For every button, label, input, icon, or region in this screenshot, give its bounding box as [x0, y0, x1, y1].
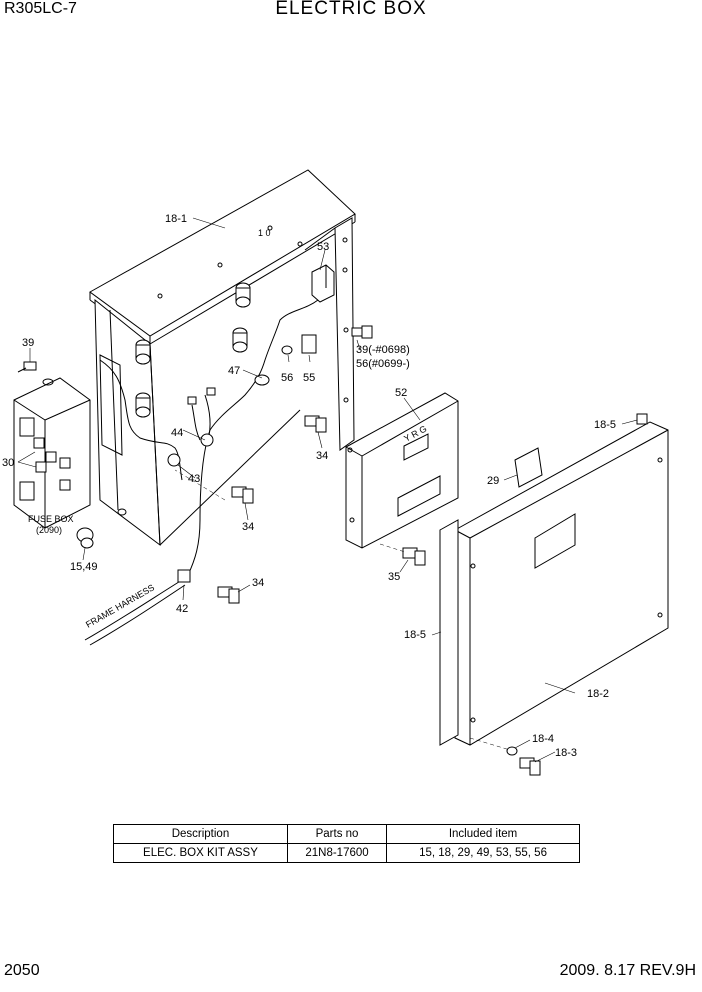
page-title: ELECTRIC BOX — [275, 0, 427, 19]
callout-15-49: 15,49 — [70, 561, 98, 573]
col-header-included-item: Included item — [386, 824, 580, 844]
fuse-box-ref: (2090) — [36, 525, 62, 535]
fuse-box-label: FUSE BOX — [28, 514, 74, 524]
callout-55: 55 — [303, 372, 315, 384]
callout-43: 43 — [188, 473, 200, 485]
cell-included-item: 15, 18, 29, 49, 53, 55, 56 — [386, 843, 580, 863]
callout-35: 35 — [388, 571, 400, 583]
bolt-18-3 — [519, 757, 541, 776]
bolt-34-c — [217, 586, 240, 604]
bolt-34-b — [231, 486, 254, 504]
page-number: 2050 — [4, 962, 40, 979]
callout-34-a: 34 — [316, 450, 328, 462]
callout-39: 39 — [22, 337, 34, 349]
bolt-39-left — [17, 361, 37, 373]
revision-date: 2009. 8.17 REV.9H — [559, 962, 696, 979]
callout-30: 30 — [2, 457, 14, 469]
callout-56: 56 — [281, 372, 293, 384]
callout-44: 44 — [171, 427, 183, 439]
callout-18-2: 18-2 — [587, 688, 609, 700]
callout-18-4: 18-4 — [532, 733, 554, 745]
col-header-parts-no: Parts no — [286, 824, 388, 844]
callout-29: 29 — [487, 475, 499, 487]
parts-table: Description Parts no Included item ELEC.… — [113, 824, 580, 863]
cell-parts-no: 21N8-17600 — [286, 843, 388, 863]
box-right-flange — [334, 217, 355, 451]
callout-53: 53 — [317, 241, 329, 253]
callout-52: 52 — [395, 387, 407, 399]
callout-39-note-2: 56(#0699-) — [356, 358, 410, 370]
callout-18-1: 18-1 — [165, 213, 187, 225]
bolt-34-a — [304, 415, 327, 433]
callout-39-note-1: 39(-#0698) — [356, 344, 410, 356]
callout-18-5-top: 18-5 — [594, 419, 616, 431]
washer-18-4 — [506, 746, 518, 756]
frame-harness-label: FRAME HARNESS — [84, 582, 156, 629]
callout-34-c: 34 — [252, 577, 264, 589]
callout-47: 47 — [228, 365, 240, 377]
bolt-39-right — [351, 325, 373, 339]
panel-number: 1 0 — [258, 228, 271, 238]
table-row: ELEC. BOX KIT ASSY 21N8-17600 15, 18, 29… — [113, 843, 580, 863]
callout-34-b: 34 — [242, 521, 254, 533]
relay-53 — [311, 264, 335, 303]
cell-description: ELEC. BOX KIT ASSY — [113, 843, 288, 863]
callout-18-3: 18-3 — [555, 747, 577, 759]
seal-18-5 — [439, 519, 459, 746]
box-top-panel — [89, 169, 356, 337]
controller-52 — [345, 392, 459, 549]
model-number: R305LC-7 — [4, 0, 77, 17]
callout-42: 42 — [176, 603, 188, 615]
callout-18-5-bottom: 18-5 — [404, 629, 426, 641]
label-29 — [514, 447, 543, 488]
col-header-description: Description — [113, 824, 288, 844]
cover-panel-18-2 — [454, 421, 669, 746]
bolt-35 — [402, 547, 426, 566]
